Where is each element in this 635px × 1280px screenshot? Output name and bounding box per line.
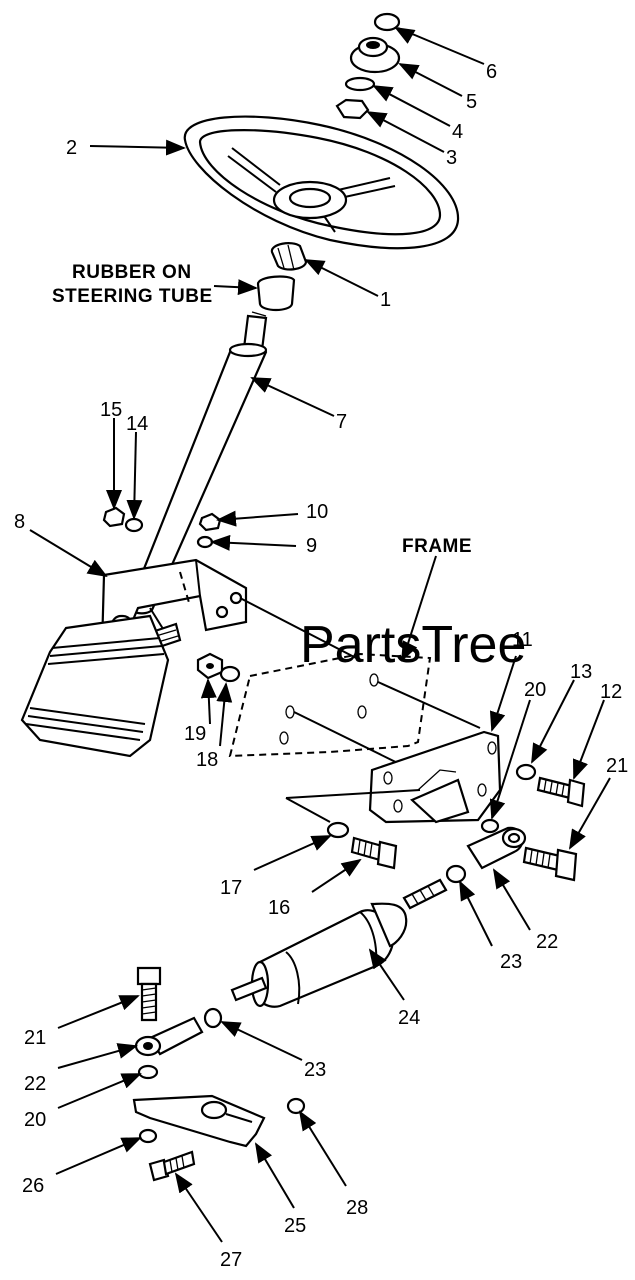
label-frame: FRAME (402, 536, 472, 557)
nut-part-19 (196, 652, 224, 680)
callout-18: 18 (196, 749, 218, 771)
label-steering-tube: STEERING TUBE (52, 286, 213, 307)
nut-part-23-lower (203, 1007, 223, 1029)
bracket-part-11 (368, 730, 502, 824)
nut-part-23-upper (445, 864, 467, 884)
callout-17: 17 (220, 877, 242, 899)
callout-13: 13 (570, 661, 592, 683)
washer-part-13 (515, 763, 537, 781)
nut-part-28 (286, 1097, 306, 1115)
callout-10: 10 (306, 501, 328, 523)
washer-part-18 (219, 665, 241, 683)
bolt-part-12 (536, 776, 586, 808)
callout-1: 1 (380, 289, 391, 311)
callout-22-upper: 22 (536, 931, 558, 953)
leader-lines (29, 27, 611, 1243)
callout-24: 24 (398, 1007, 420, 1029)
rubber-sleeve (256, 275, 296, 312)
callout-9: 9 (306, 535, 317, 557)
callout-6: 6 (486, 61, 497, 83)
callout-23-upper: 23 (500, 951, 522, 973)
callout-21-lower: 21 (24, 1027, 46, 1049)
guide-line-17 (285, 789, 421, 799)
nut-part-1 (270, 242, 308, 271)
callout-8: 8 (14, 511, 25, 533)
washer-part-20-lower (137, 1064, 159, 1080)
callout-3: 3 (446, 147, 457, 169)
hydraulic-cylinder-part-24 (230, 878, 448, 1008)
callout-11: 11 (512, 629, 533, 651)
washer-part-14 (124, 517, 144, 533)
callout-2: 2 (66, 137, 77, 159)
cap-part-6 (373, 12, 401, 32)
callout-22-lower: 22 (24, 1073, 46, 1095)
callout-27: 27 (220, 1249, 242, 1271)
callout-14: 14 (126, 413, 148, 435)
washer-part-9 (196, 535, 214, 549)
callout-19: 19 (184, 723, 206, 745)
dash-shroud (20, 614, 170, 758)
washer-part-20-upper (480, 818, 500, 834)
frame-outline (228, 652, 432, 758)
washer-part-17 (326, 821, 350, 839)
callout-20-upper: 20 (524, 679, 546, 701)
bolt-part-16 (350, 836, 398, 870)
label-rubber-on: RUBBER ON (72, 262, 192, 283)
frame-hole-line-a (377, 681, 481, 729)
washer-part-4 (344, 76, 376, 92)
steering-wheel-part-2 (183, 115, 460, 250)
nut-part-10 (198, 512, 222, 532)
callout-23-lower: 23 (304, 1059, 326, 1081)
rod-end-part-22-lower (134, 1016, 204, 1057)
callout-16: 16 (268, 897, 290, 919)
callout-7: 7 (336, 411, 347, 433)
callout-20-lower: 20 (24, 1109, 46, 1131)
rod-end-part-22-upper (466, 826, 527, 870)
guide-line-17b (285, 797, 331, 823)
hub-cap-part-5 (349, 36, 401, 74)
callout-28: 28 (346, 1197, 368, 1219)
bolt-part-21-upper (522, 846, 578, 882)
callout-26: 26 (22, 1175, 44, 1197)
callout-15: 15 (100, 399, 122, 421)
callout-25: 25 (284, 1215, 306, 1237)
callout-12: 12 (600, 681, 622, 703)
nut-part-26 (138, 1128, 158, 1144)
bolt-part-27 (148, 1150, 196, 1182)
bolt-part-21-lower (136, 966, 162, 1022)
callout-4: 4 (452, 121, 463, 143)
callout-21-upper: 21 (606, 755, 628, 777)
steering-arm-part-25 (132, 1094, 266, 1148)
bracket-to-frame-line (239, 597, 361, 661)
callout-5: 5 (466, 91, 477, 113)
nut-part-15 (102, 506, 126, 528)
nut-part-3 (335, 98, 370, 120)
